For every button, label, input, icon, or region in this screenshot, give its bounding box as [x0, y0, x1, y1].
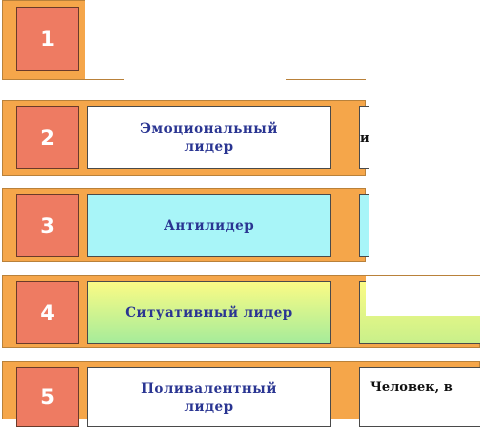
- row-5-label: Поливалентный лидер: [87, 367, 331, 427]
- row-5-description: Человек, в: [359, 367, 480, 427]
- row-2: 2 Эмоциональный лидер и: [2, 100, 369, 176]
- blank-region-upper-right: [366, 78, 480, 308]
- blank-region-row-2: [124, 78, 286, 100]
- blank-region-row-4: [366, 276, 480, 316]
- row-3-number: 3: [16, 194, 79, 257]
- row-4-number: 4: [16, 281, 79, 344]
- row-4-label: Ситуативный лидер: [87, 281, 331, 344]
- row-5-description-text: Человек, в: [370, 380, 453, 395]
- row-2-number: 2: [16, 106, 79, 169]
- row-3-label: Антилидер: [87, 194, 331, 257]
- row-3: 3 Антилидер: [2, 188, 369, 262]
- row-5: 5 Поливалентный лидер Человек, в: [2, 361, 480, 427]
- row-2-description: и: [359, 106, 369, 169]
- row-5-number: 5: [16, 367, 79, 427]
- blank-region-top: [85, 0, 480, 79]
- row-2-label: Эмоциональный лидер: [87, 106, 331, 169]
- row-1-number: 1: [16, 7, 79, 71]
- row-3-description: [359, 194, 369, 257]
